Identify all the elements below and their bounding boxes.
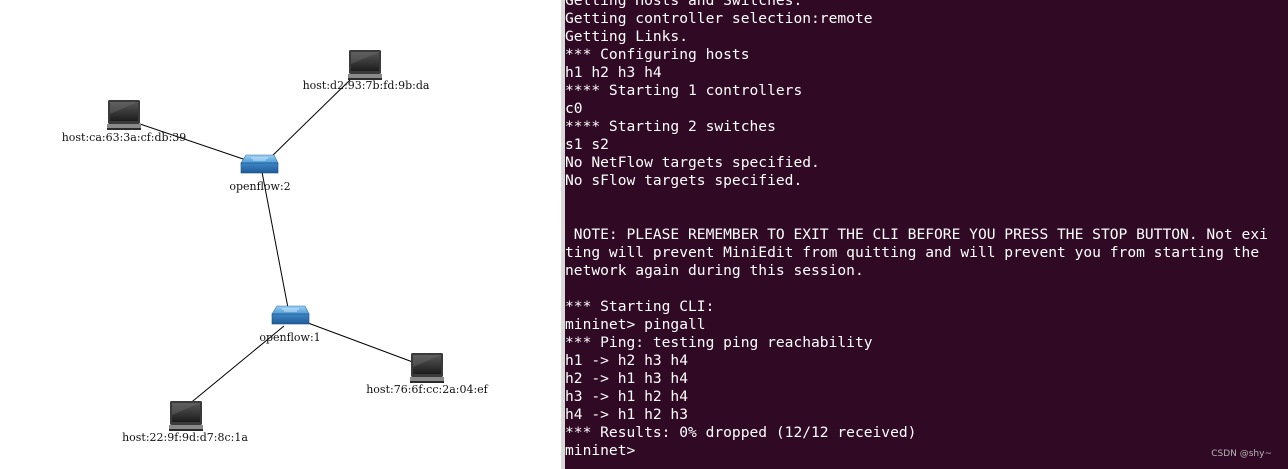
terminal-line: *** Starting CLI: (565, 298, 715, 315)
terminal-line: No sFlow targets specified. (565, 172, 803, 189)
terminal-prompt[interactable]: mininet> (565, 442, 645, 459)
network-switch-icon[interactable] (271, 305, 310, 325)
terminal-line: Getting controller selection:remote (565, 10, 873, 27)
link-switch2-hostd2 (267, 77, 353, 161)
terminal-line: s1 s2 (565, 136, 609, 153)
terminal-line: h1 h2 h3 h4 (565, 64, 662, 81)
host-label[interactable]: host:22:9f:9d:d7:8c:1a (122, 431, 248, 444)
terminal-line (565, 208, 1268, 226)
terminal-line (565, 280, 1268, 298)
computer-monitor-icon[interactable] (107, 100, 141, 130)
terminal-line: h4 -> h1 h2 h3 (565, 406, 689, 423)
terminal-line (565, 190, 1268, 208)
terminal-line: *** Ping: testing ping reachability (565, 334, 873, 351)
switch-label[interactable]: openflow:1 (259, 331, 321, 344)
topology-links (107, 50, 444, 431)
terminal-line: h1 -> h2 h3 h4 (565, 352, 689, 369)
terminal-line: network again during this session. (565, 262, 864, 279)
terminal-line: No NetFlow targets specified. (565, 154, 820, 171)
pane-divider[interactable] (561, 0, 565, 469)
watermark-text: CSDN @shy~ (1211, 449, 1272, 459)
terminal-line: *** Configuring hosts (565, 46, 750, 63)
link-switch1-host22 (181, 325, 285, 411)
computer-monitor-icon[interactable] (410, 353, 444, 383)
terminal-line: mininet> pingall (565, 316, 706, 333)
host-label[interactable]: host:ca:63:3a:cf:db:39 (61, 131, 187, 144)
switch-label[interactable]: openflow:2 (229, 180, 291, 193)
topology-canvas[interactable]: host:d2:93:7b:fd:9b:da host:ca:63:3a:cf:… (0, 0, 562, 469)
terminal-line: c0 (565, 100, 583, 117)
terminal-line: **** Starting 1 controllers (565, 82, 803, 99)
terminal-line: ting will prevent MiniEdit from quitting… (565, 244, 1260, 261)
computer-monitor-icon[interactable] (348, 50, 382, 80)
host-label[interactable]: host:76:6f:cc:2a:04:ef (366, 383, 488, 396)
computer-monitor-icon[interactable] (169, 401, 203, 431)
terminal-line: NOTE: PLEASE REMEMBER TO EXIT THE CLI BE… (565, 226, 1268, 243)
terminal-line: Getting Hosts and Switches. (565, 0, 803, 9)
terminal-line: *** Results: 0% dropped (12/12 received) (565, 424, 917, 441)
terminal-line: h3 -> h1 h2 h4 (565, 388, 689, 405)
terminal-line: Getting Links. (565, 28, 689, 45)
terminal-window[interactable]: Getting Hosts and Switches.Getting contr… (565, 0, 1288, 469)
network-switch-icon[interactable] (240, 154, 279, 174)
link-switch2-hostca (139, 123, 253, 163)
terminal-output: Getting Hosts and Switches.Getting contr… (565, 0, 1268, 460)
terminal-line: h2 -> h1 h3 h4 (565, 370, 689, 387)
host-label[interactable]: host:d2:93:7b:fd:9b:da (302, 79, 430, 92)
terminal-line: **** Starting 2 switches (565, 118, 776, 135)
link-switch2-switch1 (261, 171, 289, 309)
link-switch1-host76 (299, 319, 419, 365)
